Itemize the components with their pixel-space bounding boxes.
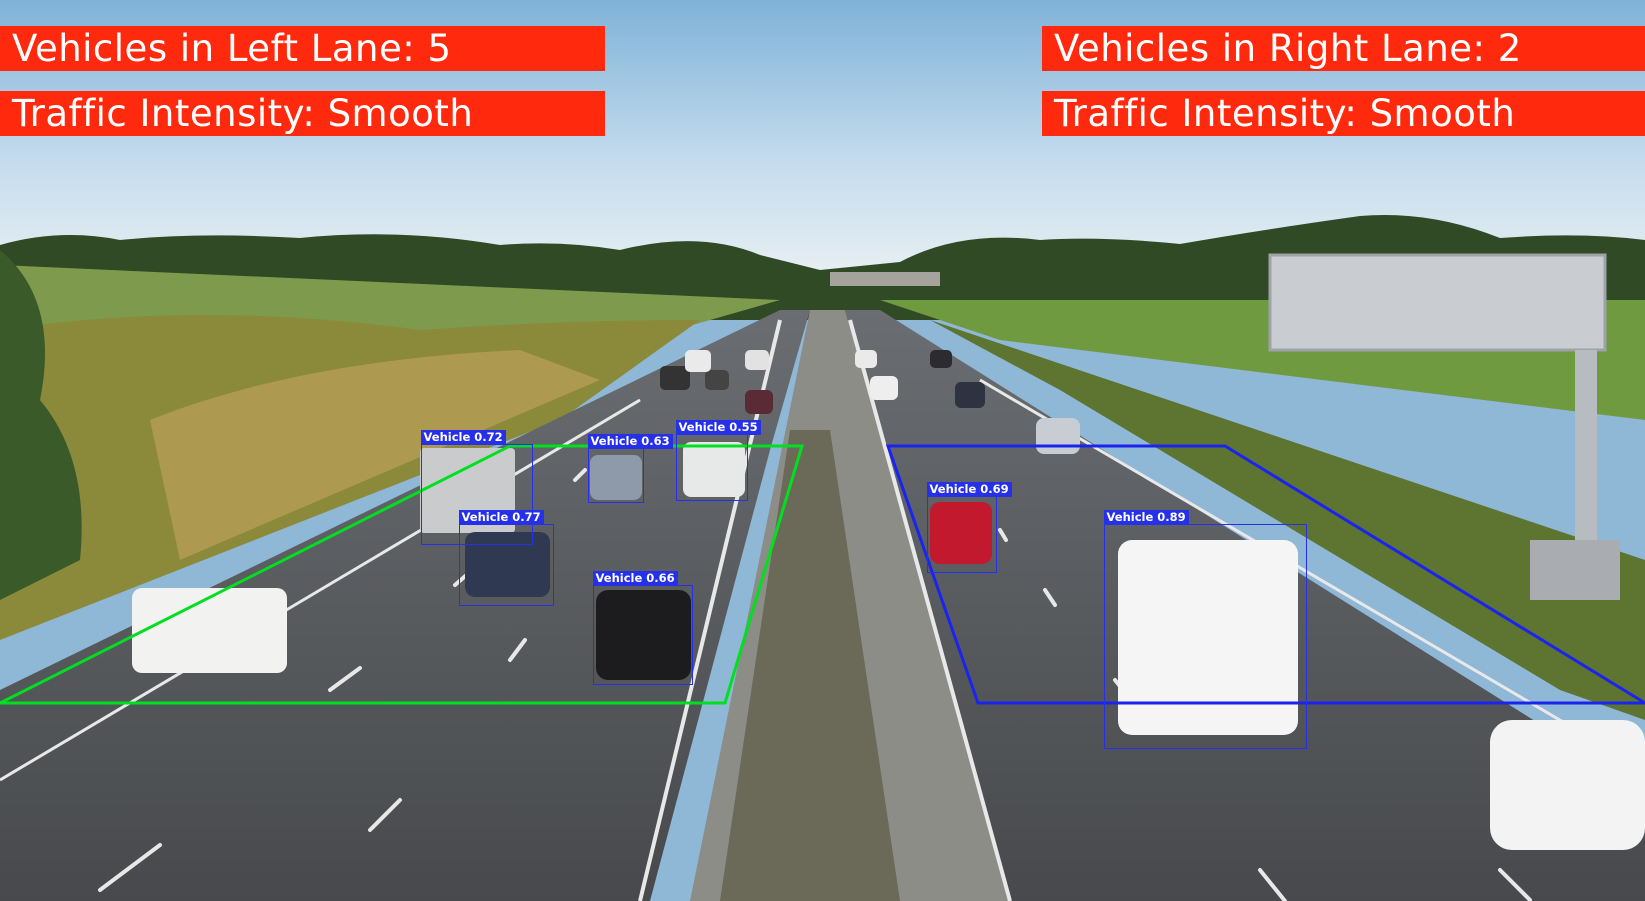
left-lane-zone xyxy=(0,444,805,705)
detection-label: Vehicle 0.63 xyxy=(587,434,673,449)
detection-box: Vehicle 0.77 xyxy=(458,510,554,606)
left-grass-dry xyxy=(150,350,600,560)
right-embankment xyxy=(930,320,1645,720)
left-lane-count-banner: Vehicles in Left Lane: 5 xyxy=(0,26,605,71)
detection-box: Vehicle 0.69 xyxy=(926,482,1012,573)
detection-label: Vehicle 0.69 xyxy=(926,482,1012,497)
detection-box: Vehicle 0.66 xyxy=(592,571,693,685)
left-bushes xyxy=(0,250,82,600)
overpass xyxy=(830,272,940,286)
detection-label: Vehicle 0.66 xyxy=(592,571,678,586)
detection-label: Vehicle 0.77 xyxy=(458,510,544,525)
detection-box: Vehicle 0.89 xyxy=(1103,510,1307,749)
gantry-sign xyxy=(1268,253,1607,352)
detection-box: Vehicle 0.55 xyxy=(675,420,761,501)
right-lane-count-banner: Vehicles in Right Lane: 2 xyxy=(1042,26,1645,71)
detection-label: Vehicle 0.55 xyxy=(675,420,761,435)
detection-label: Vehicle 0.89 xyxy=(1103,510,1189,525)
right-lane-intensity-banner: Traffic Intensity: Smooth xyxy=(1042,91,1645,136)
left-lane-intensity-banner: Traffic Intensity: Smooth xyxy=(0,91,605,136)
detection-box: Vehicle 0.63 xyxy=(587,434,673,503)
detection-box: Vehicle 0.72 xyxy=(420,430,533,545)
right-lane-zone xyxy=(885,444,1645,705)
detection-label: Vehicle 0.72 xyxy=(420,430,506,445)
vehicles xyxy=(132,350,1645,850)
